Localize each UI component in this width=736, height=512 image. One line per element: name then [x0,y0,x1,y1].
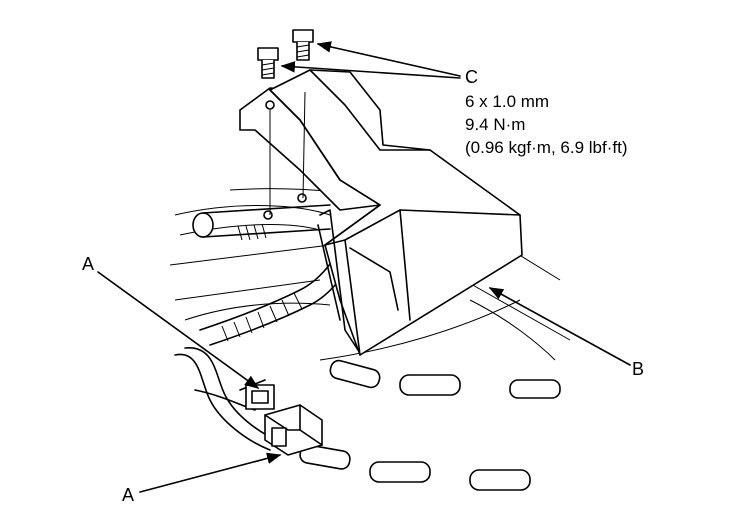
spec-c-torque: 9.4 N·m [465,115,526,134]
label-a-upper: A [82,254,95,274]
label-c: C [465,67,478,87]
connector-a-lower [264,404,323,456]
spec-c-size: 6 x 1.0 mm [465,92,550,111]
bolt-guides [269,91,306,215]
bolt-c-right [292,29,314,61]
cover-b [269,69,523,356]
bolt-c-left [257,47,279,79]
leader-lines [97,41,631,493]
label-a-lower: A [122,485,135,505]
spec-c-torque-alt: (0.96 kgf·m, 6.9 lbf·ft) [465,138,628,157]
connector-a-upper [245,384,275,410]
label-b: B [632,359,645,379]
steering-shaft [192,204,331,241]
floor-slots [299,359,561,491]
